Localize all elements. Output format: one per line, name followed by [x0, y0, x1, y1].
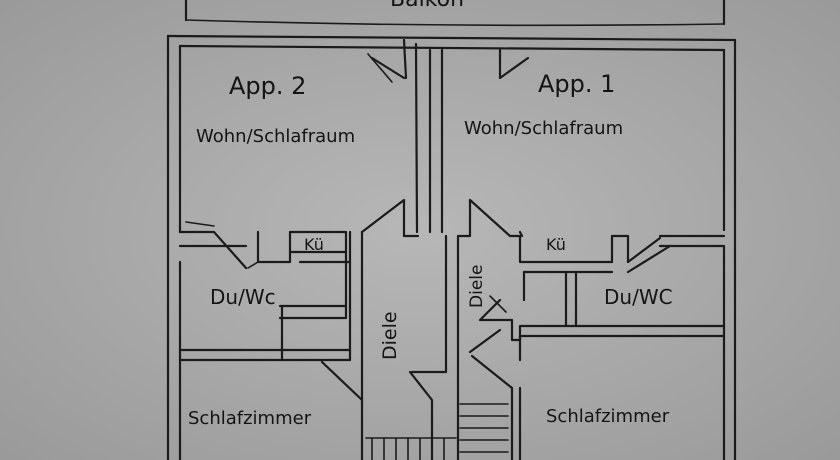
bath-right-label: Du/WC: [604, 285, 673, 309]
central-partition: [367, 38, 530, 234]
hall-core: [320, 198, 522, 460]
app1-name: App. 1: [538, 70, 615, 98]
left-apartment-walls: [178, 221, 364, 460]
app2-name: App. 2: [229, 72, 306, 100]
bedroom-left-label: Schlafzimmer: [188, 408, 312, 429]
hall-left-label: Diele: [379, 311, 401, 360]
outer-walls: [166, 34, 737, 460]
app2-living-label: Wohn/Schlafraum: [196, 126, 355, 147]
right-apartment-walls: [468, 198, 726, 362]
bath-left-label: Du/Wc: [210, 285, 276, 309]
app1-living-label: Wohn/Schlafraum: [464, 118, 623, 139]
balcony-outline: [184, 0, 726, 27]
kitchen-right-label: Kü: [546, 235, 566, 254]
kitchen-left-label: Kü: [304, 235, 324, 254]
balcony-label: Balkon: [390, 0, 464, 12]
hall-right-label: Diele: [467, 265, 487, 308]
bedroom-right-label: Schlafzimmer: [546, 406, 670, 427]
